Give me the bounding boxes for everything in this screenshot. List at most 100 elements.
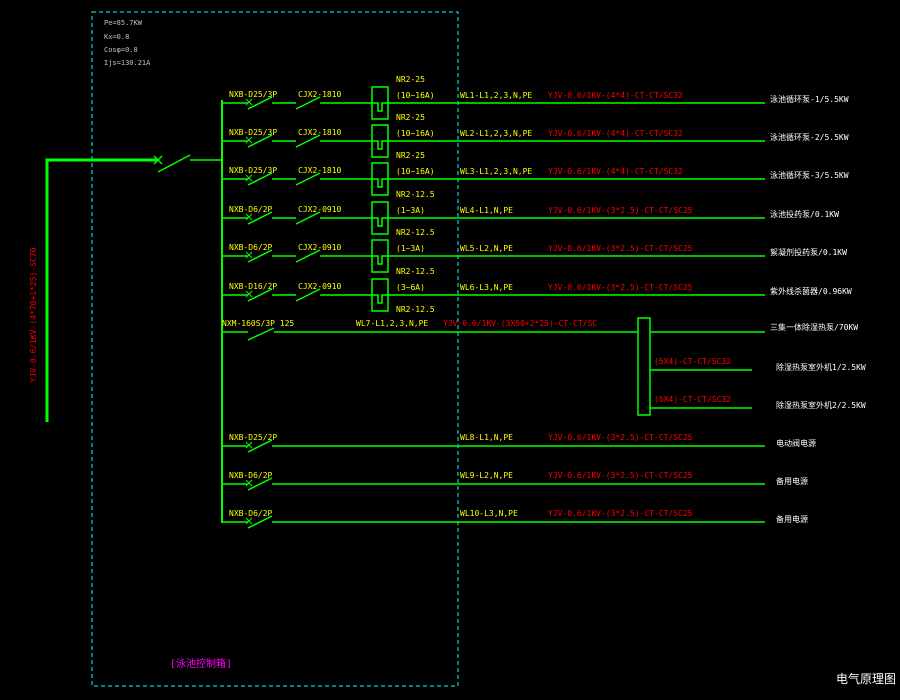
cable-label-3: YJV-0.6/1KV-(3*2.5)-CT-CT/SC25 [548, 206, 693, 215]
breaker-label-3: NXB-D6/2P [229, 205, 273, 214]
fuse-range-label-5: (3~6A) [396, 283, 425, 292]
param-cos: Cosφ=0.8 [104, 46, 138, 54]
breaker-mark-b-1 [245, 136, 253, 144]
circuit-id-label-7: WL7-L1,2,3,N,PE [356, 319, 428, 328]
fuse-element-5 [372, 294, 388, 304]
load-label-5: 紫外线杀菌器/0.96KW [770, 286, 852, 296]
main-switch-mark-b [153, 155, 163, 165]
breaker-mark-b-10 [245, 517, 253, 525]
breaker-label-8: NXB-D25/2P [229, 433, 277, 442]
breaker-blade-7 [247, 327, 275, 341]
cable-label-10: YJV-0.6/1KV-(3*2.5)-CT-CT/SC25 [548, 509, 693, 518]
load-label-2: 泳池循环泵-3/5.5KW [770, 170, 849, 180]
fuse-label-5: NR2-12.5 [396, 267, 435, 276]
cabinet-name: [泳池控制箱] [170, 657, 232, 670]
circuit-id-label-0: WL1-L1,2,3,N,PE [460, 91, 532, 100]
breaker-label-0: NXB-D25/3P [229, 90, 277, 99]
breaker-blade-8 [247, 439, 273, 453]
sub-load-label-7-1: 除湿热泵室外机2/2.5KW [776, 400, 866, 410]
circuit-id-label-4: WL5-L2,N,PE [460, 244, 513, 253]
fuse-range-label-4: (1~3A) [396, 244, 425, 253]
drawing-title: 电气原理图 [836, 671, 896, 686]
incoming-line [45, 158, 157, 422]
breaker-label-10: NXB-D6/2P [229, 509, 273, 518]
breaker-blade-10 [247, 515, 273, 529]
load-label-8: 电动阀电源 [776, 438, 816, 448]
fuse-range-label-1: (10~16A) [396, 129, 435, 138]
breaker-mark-b-0 [245, 98, 253, 106]
load-label-1: 泳池循环泵-2/5.5KW [770, 132, 849, 142]
fuse-element-1 [372, 140, 388, 150]
load-label-0: 泳池循环泵-1/5.5KW [770, 94, 849, 104]
param-ijs: Ijs=130.21A [104, 59, 151, 67]
circuit-id-label-8: WL8-L1,N,PE [460, 433, 513, 442]
breaker-blade-3 [247, 211, 273, 225]
breaker-mark-b-9 [245, 479, 253, 487]
breaker-label-7: NXM-160S/3P 125 [222, 319, 294, 328]
breaker-label-9: NXB-D6/2P [229, 471, 273, 480]
load-label-3: 泳池投药泵/0.1KW [770, 209, 839, 219]
contactor-label-3: CJX2-0910 [298, 205, 342, 214]
circuit-id-label-9: WL9-L2,N,PE [460, 471, 513, 480]
main-switch [153, 154, 222, 173]
cable-label-4: YJV-0.6/1KV-(3*2.5)-CT-CT/SC25 [548, 244, 693, 253]
contactor-blade-2 [295, 172, 321, 186]
cable-label-0: YJV-0.6/1KV-(4*4)-CT-CT/SC32 [548, 91, 683, 100]
main-switch-blade [157, 154, 191, 173]
contactor-blade-1 [295, 134, 321, 148]
contactor-blade-3 [295, 211, 321, 225]
contactor-label-2: CJX2-1810 [298, 166, 342, 175]
cabinet-boundary [91, 11, 459, 687]
sub-load-label-7-0: 除湿热泵室外机1/2.5KW [776, 362, 866, 372]
breaker-mark-b-2 [245, 174, 253, 182]
param-kx: Kx=0.8 [104, 33, 129, 41]
breaker-blade-1 [247, 134, 273, 148]
fuse-label-2: NR2-25 [396, 151, 425, 160]
contactor-blade-5 [295, 288, 321, 302]
fuse-label-4: NR2-12.5 [396, 228, 435, 237]
fuse-label-1: NR2-25 [396, 113, 425, 122]
cable-label-7: YJV-0.6/1KV-(3X50+2*25)-CT-CT/SC [443, 319, 597, 328]
contactor-label-5: CJX2-0910 [298, 282, 342, 291]
circuit-id-label-10: WL10-L3,N,PE [460, 509, 518, 518]
load-label-10: 备用电源 [776, 514, 808, 524]
cable-label-9: YJV-0.6/1KV-(3*2.5)-CT-CT/SC25 [548, 471, 693, 480]
circuit-id-label-5: WL6-L3,N,PE [460, 283, 513, 292]
circuit-id-label-2: WL3-L1,2,3,N,PE [460, 167, 532, 176]
breaker-blade-4 [247, 249, 273, 263]
contactor-blade-4 [295, 249, 321, 263]
incoming-cable-label: YJV-0.6/1KV-(4*70+1*25)-SC70 [29, 247, 38, 382]
fuse-element-0 [372, 102, 388, 112]
contactor-label-4: CJX2-0910 [298, 243, 342, 252]
breaker-mark-b-5 [245, 290, 253, 298]
breaker-blade-0 [247, 96, 273, 110]
breaker-mark-b-4 [245, 251, 253, 259]
load-label-9: 备用电源 [776, 476, 808, 486]
breaker-blade-5 [247, 288, 273, 302]
breaker-label-5: NXB-D16/2P [229, 282, 277, 291]
breaker-blade-2 [247, 172, 273, 186]
contactor-label-1: CJX2-1810 [298, 128, 342, 137]
fuse-element-4 [372, 255, 388, 265]
load-label-7: 三集一体除湿热泵/70KW [770, 322, 858, 332]
fuse-range-label-2: (10~16A) [396, 167, 435, 176]
distribution-box-7 [637, 317, 651, 416]
fuse-element-3 [372, 217, 388, 227]
incoming-feeder [45, 158, 157, 422]
load-label-4: 絮凝剂投药泵/0.1KW [770, 247, 847, 257]
cable-label-1: YJV-0.6/1KV-(4*4)-CT-CT/SC32 [548, 129, 683, 138]
breaker-mark-b-8 [245, 441, 253, 449]
sub-cable-label-7-0: (5X4)-CT-CT/SC32 [654, 357, 731, 366]
fuse-label-0: NR2-25 [396, 75, 425, 84]
breaker-label-1: NXB-D25/3P [229, 128, 277, 137]
sub-cable-label-7-1: (5X4)-CT-CT/SC32 [654, 395, 731, 404]
fuse-range-label-3: (1~3A) [396, 206, 425, 215]
param-pe: Pe=85.7KW [104, 19, 143, 27]
cable-label-8: YJV-0.6/1KV-(3*2.5)-CT-CT/SC25 [548, 433, 693, 442]
breaker-mark-b-3 [245, 213, 253, 221]
breaker-label-2: NXB-D25/3P [229, 166, 277, 175]
breaker-blade-9 [247, 477, 273, 491]
fuse-label-3: NR2-12.5 [396, 190, 435, 199]
